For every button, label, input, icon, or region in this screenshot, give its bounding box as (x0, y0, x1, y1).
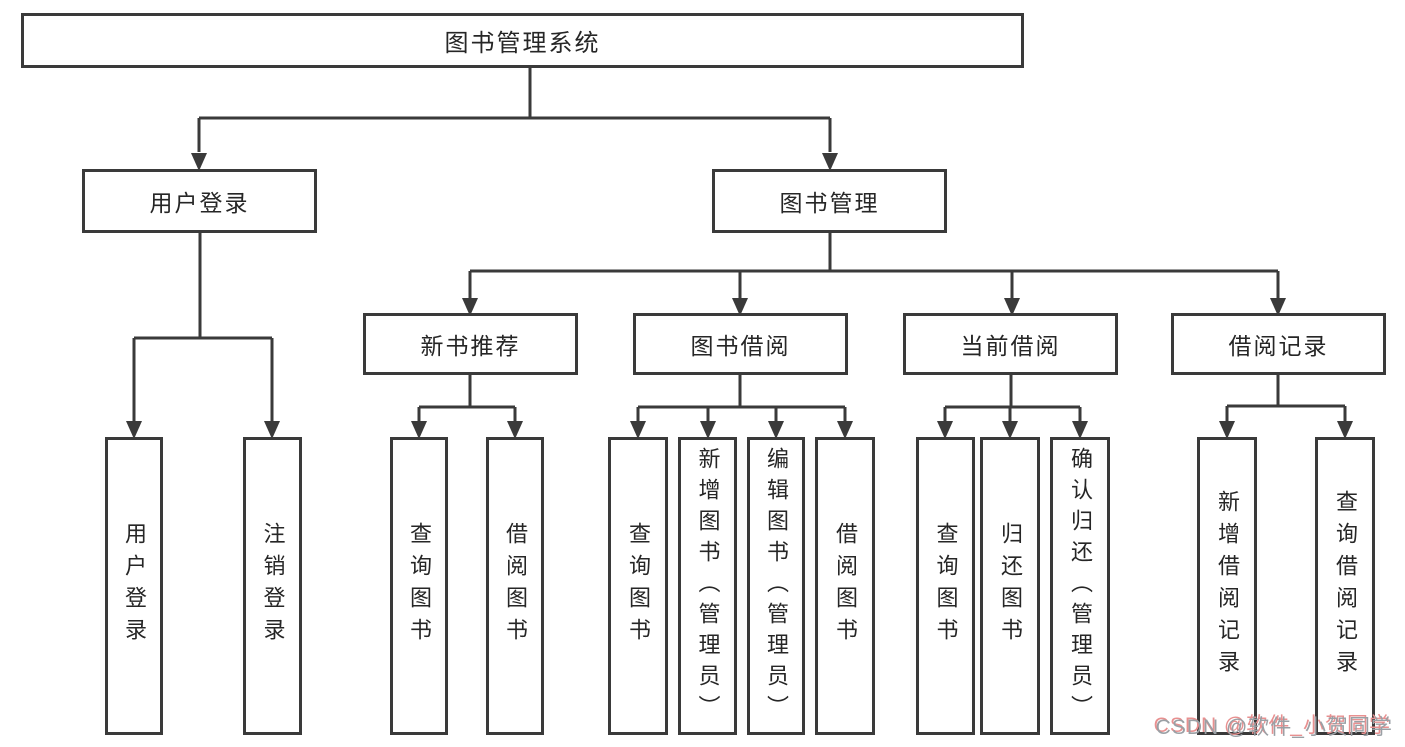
leaf-query-borrow-record: 查询借阅记录 (1315, 437, 1375, 735)
csdn-watermark: CSDN @软件_小贺同学 (1155, 716, 1393, 739)
leaf-add-borrow-record-label: 新增借阅记录 (1215, 490, 1240, 682)
leaf-add-borrow-record: 新增借阅记录 (1197, 437, 1257, 735)
leaf-query-books-current: 查询图书 (916, 437, 975, 735)
leaf-borrow-books-label: 借阅图书 (833, 522, 858, 650)
leaf-edit-book-admin-label: 编辑图书（管理员） (764, 446, 789, 726)
leaf-logout-label: 注销登录 (260, 522, 286, 650)
node-library-management-system: 图书管理系统 (21, 13, 1024, 68)
node-borrow-records: 借阅记录 (1171, 313, 1386, 375)
leaf-user-login: 用户登录 (105, 437, 163, 735)
leaf-return-book: 归还图书 (980, 437, 1040, 735)
leaf-query-books-current-label: 查询图书 (933, 522, 959, 650)
leaf-borrow-books: 借阅图书 (815, 437, 875, 735)
leaf-logout: 注销登录 (243, 437, 302, 735)
leaf-user-login-label: 用户登录 (122, 522, 147, 650)
leaf-add-book-admin-label: 新增图书（管理员） (695, 446, 721, 726)
node-new-book-recommend: 新书推荐 (363, 313, 578, 375)
leaf-confirm-return-admin-label: 确认归还（管理员） (1068, 446, 1093, 726)
leaf-query-books-borrow: 查询图书 (608, 437, 668, 735)
leaf-add-book-admin: 新增图书（管理员） (678, 437, 737, 735)
node-book-borrow: 图书借阅 (633, 313, 848, 375)
leaf-query-books-recommend: 查询图书 (390, 437, 448, 735)
node-current-borrow: 当前借阅 (903, 313, 1118, 375)
leaf-query-books-recommend-label: 查询图书 (407, 522, 432, 650)
node-book-management: 图书管理 (712, 169, 947, 233)
leaf-edit-book-admin: 编辑图书（管理员） (747, 437, 805, 735)
node-user-login: 用户登录 (82, 169, 317, 233)
leaf-query-books-borrow-label: 查询图书 (626, 522, 651, 650)
leaf-confirm-return-admin: 确认归还（管理员） (1050, 437, 1110, 735)
leaf-return-book-label: 归还图书 (998, 522, 1023, 650)
leaf-query-borrow-record-label: 查询借阅记录 (1333, 490, 1358, 682)
leaf-borrow-books-recommend-label: 借阅图书 (503, 522, 528, 650)
leaf-borrow-books-recommend: 借阅图书 (486, 437, 544, 735)
